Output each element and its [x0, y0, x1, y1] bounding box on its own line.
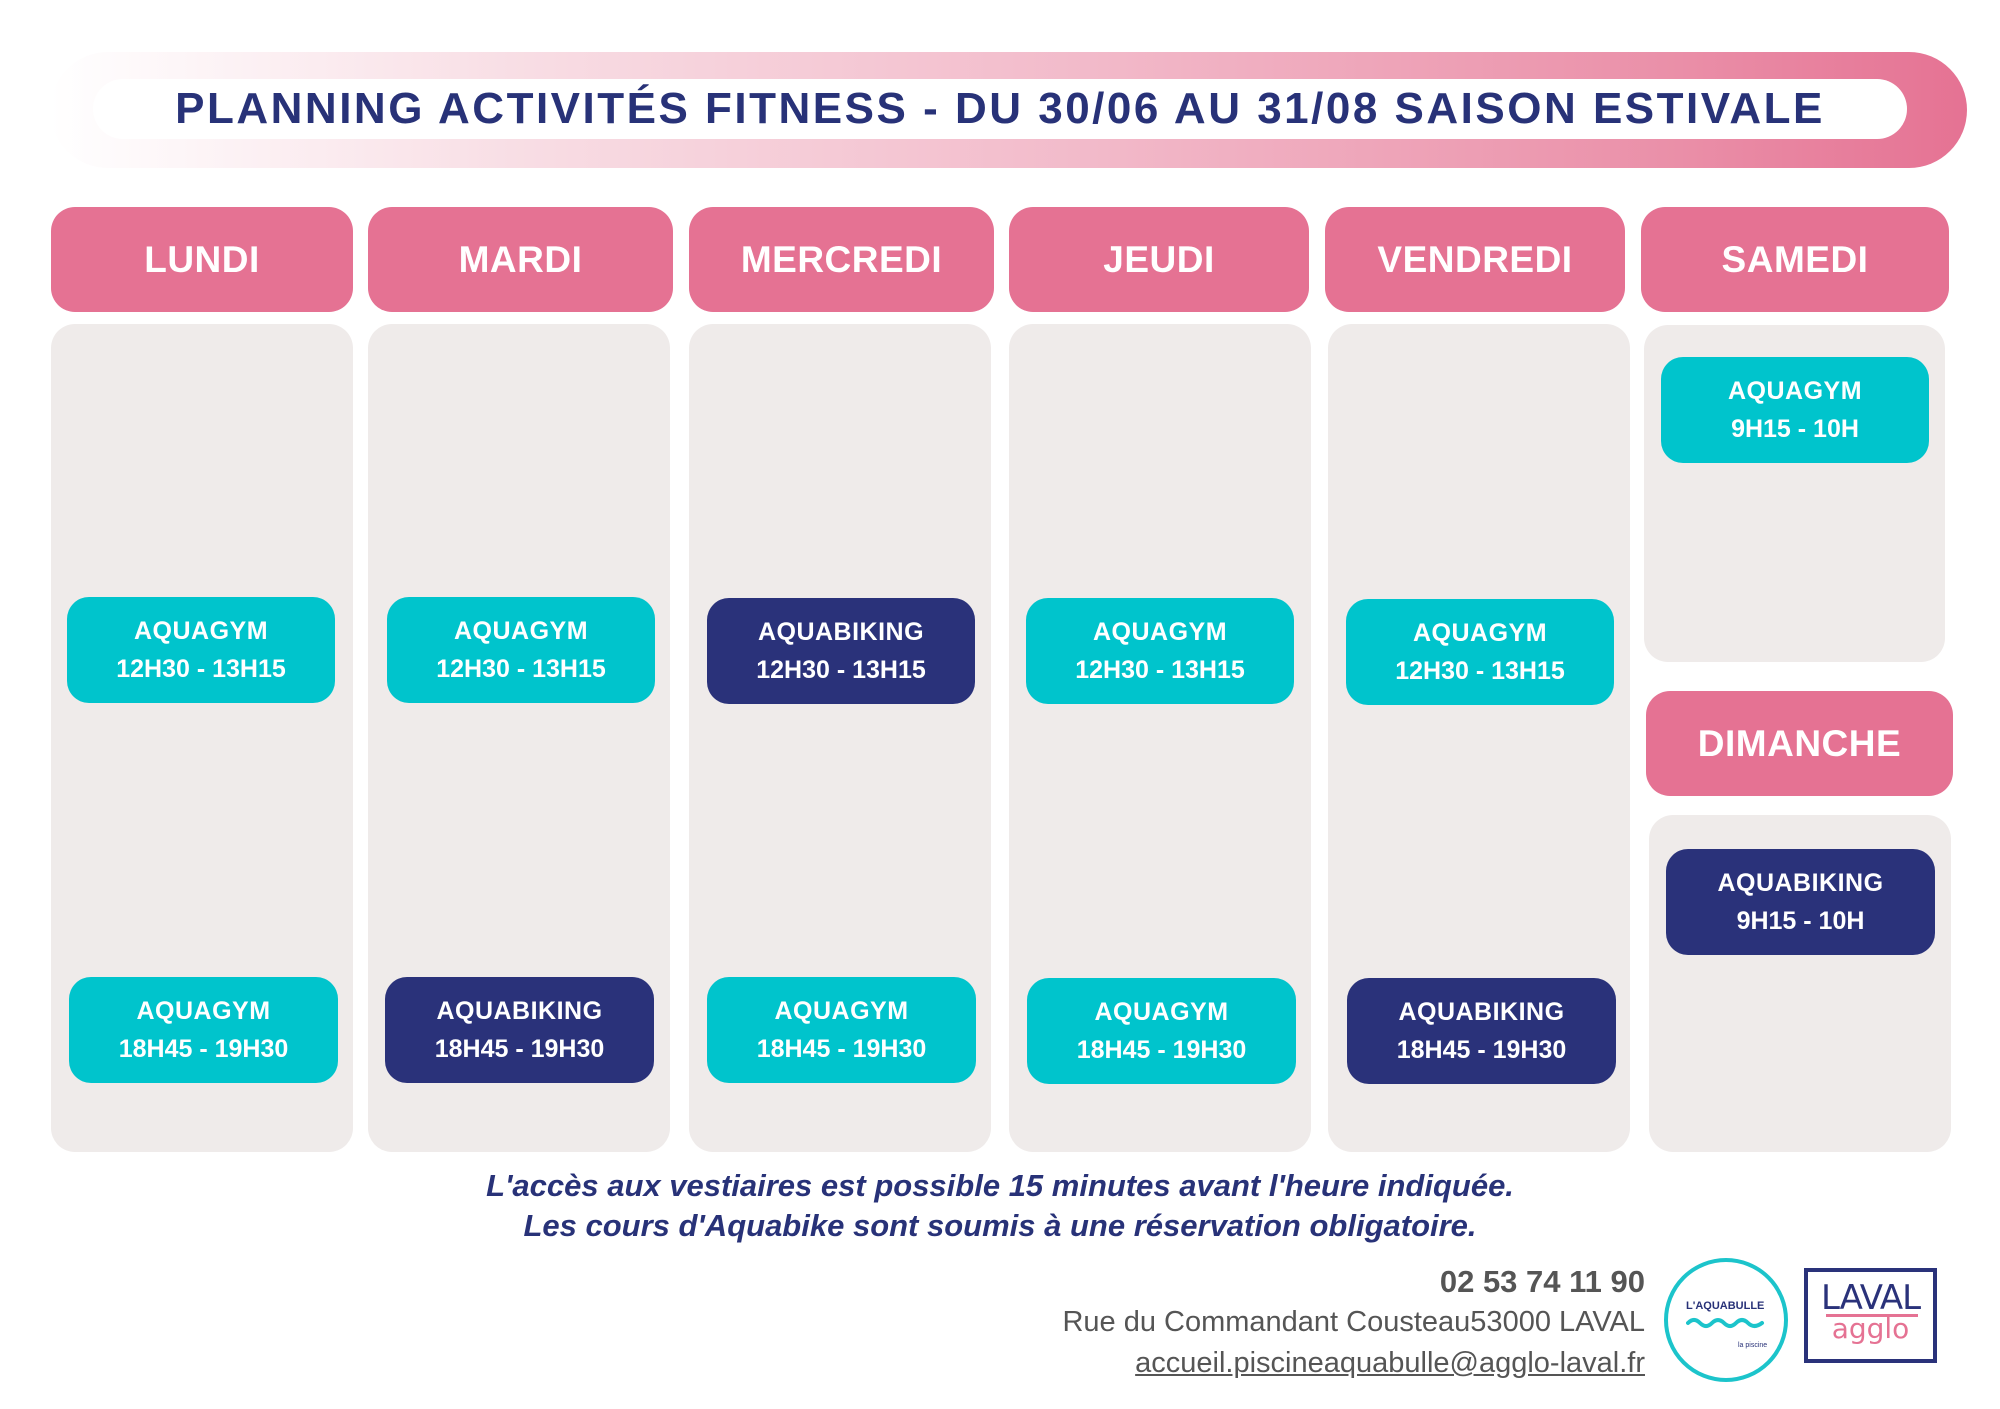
- session-time: 12H30 - 13H15: [1075, 656, 1245, 684]
- notice-vestiaires: L'accès aux vestiaires est possible 15 m…: [486, 1168, 1514, 1203]
- session-card-dimanche-matin[interactable]: AQUABIKING 9H15 - 10H: [1666, 849, 1935, 955]
- session-card-samedi-matin[interactable]: AQUAGYM 9H15 - 10H: [1661, 357, 1929, 463]
- laval-logo-name: LAVAL: [1820, 1278, 1921, 1318]
- session-card-mercredi-soir[interactable]: AQUAGYM 18H45 - 19H30: [707, 977, 976, 1083]
- contact-email-link[interactable]: accueil.piscineaquabulle@agglo-laval.fr: [1135, 1347, 1645, 1379]
- session-time: 18H45 - 19H30: [434, 1035, 605, 1063]
- day-header-vendredi: VENDREDI: [1325, 207, 1625, 312]
- laval-logo-sub: agglo: [1831, 1312, 1910, 1345]
- notice-reservation: Les cours d'Aquabike sont soumis à une r…: [523, 1208, 1477, 1243]
- session-activity: AQUAGYM: [774, 997, 909, 1025]
- title-pill: [93, 79, 1907, 139]
- session-activity: AQUABIKING: [757, 618, 925, 646]
- day-header-jeudi: JEUDI: [1009, 207, 1309, 312]
- day-header-dimanche: DIMANCHE: [1646, 691, 1953, 796]
- session-activity: AQUABIKING: [1717, 869, 1884, 897]
- session-time: 12H30 - 13H15: [1395, 657, 1565, 685]
- session-time: 18H45 - 19H30: [756, 1035, 927, 1063]
- session-activity: AQUAGYM: [1727, 377, 1863, 405]
- session-card-lundi-midi[interactable]: AQUAGYM 12H30 - 13H15: [67, 597, 335, 703]
- session-time: 18H45 - 19H30: [1396, 1036, 1567, 1064]
- aquabulle-logo-sub: la piscine: [1738, 1342, 1768, 1349]
- day-header-lundi: LUNDI: [51, 207, 353, 312]
- session-time: 12H30 - 13H15: [116, 655, 286, 683]
- session-activity: AQUAGYM: [1092, 618, 1228, 646]
- session-card-mardi-soir[interactable]: AQUABIKING 18H45 - 19H30: [385, 977, 654, 1083]
- page-title: PLANNING ACTIVITÉS FITNESS - DU 30/06 AU…: [175, 84, 1825, 133]
- session-activity: AQUAGYM: [453, 617, 589, 645]
- session-card-jeudi-soir[interactable]: AQUAGYM 18H45 - 19H30: [1027, 978, 1296, 1084]
- contact-phone: 02 53 74 11 90: [1439, 1264, 1645, 1299]
- session-activity: AQUAGYM: [1094, 998, 1229, 1026]
- session-card-mercredi-midi[interactable]: AQUABIKING 12H30 - 13H15: [707, 598, 975, 704]
- session-time: 18H45 - 19H30: [118, 1035, 289, 1063]
- session-activity: AQUAGYM: [1412, 619, 1548, 647]
- session-time: 9H15 - 10H: [1736, 907, 1865, 935]
- contact-address: Rue du Commandant Cousteau53000 LAVAL: [1062, 1306, 1645, 1338]
- session-card-vendredi-midi[interactable]: AQUAGYM 12H30 - 13H15: [1346, 599, 1614, 705]
- session-time: 12H30 - 13H15: [756, 656, 926, 684]
- laval-logo-bar: [1826, 1314, 1918, 1317]
- session-card-mardi-midi[interactable]: AQUAGYM 12H30 - 13H15: [387, 597, 655, 703]
- session-activity: AQUABIKING: [436, 997, 603, 1025]
- session-time: 12H30 - 13H15: [436, 655, 606, 683]
- day-header-mercredi: MERCREDI: [689, 207, 994, 312]
- session-card-jeudi-midi[interactable]: AQUAGYM 12H30 - 13H15: [1026, 598, 1294, 704]
- session-time: 9H15 - 10H: [1731, 415, 1859, 443]
- session-card-lundi-soir[interactable]: AQUAGYM 18H45 - 19H30: [69, 977, 338, 1083]
- aquabulle-logo: L'AQUABULLE la piscine: [1664, 1258, 1788, 1382]
- session-activity: AQUAGYM: [133, 617, 269, 645]
- aquabulle-logo-name: L'AQUABULLE: [1686, 1300, 1765, 1312]
- wave-icon: [1686, 1318, 1764, 1328]
- session-activity: AQUAGYM: [136, 997, 271, 1025]
- laval-agglo-logo: LAVAL agglo: [1804, 1268, 1937, 1363]
- session-time: 18H45 - 19H30: [1076, 1036, 1247, 1064]
- day-header-mardi: MARDI: [368, 207, 673, 312]
- session-card-vendredi-soir[interactable]: AQUABIKING 18H45 - 19H30: [1347, 978, 1616, 1084]
- session-activity: AQUABIKING: [1398, 998, 1565, 1026]
- day-header-samedi: SAMEDI: [1641, 207, 1949, 312]
